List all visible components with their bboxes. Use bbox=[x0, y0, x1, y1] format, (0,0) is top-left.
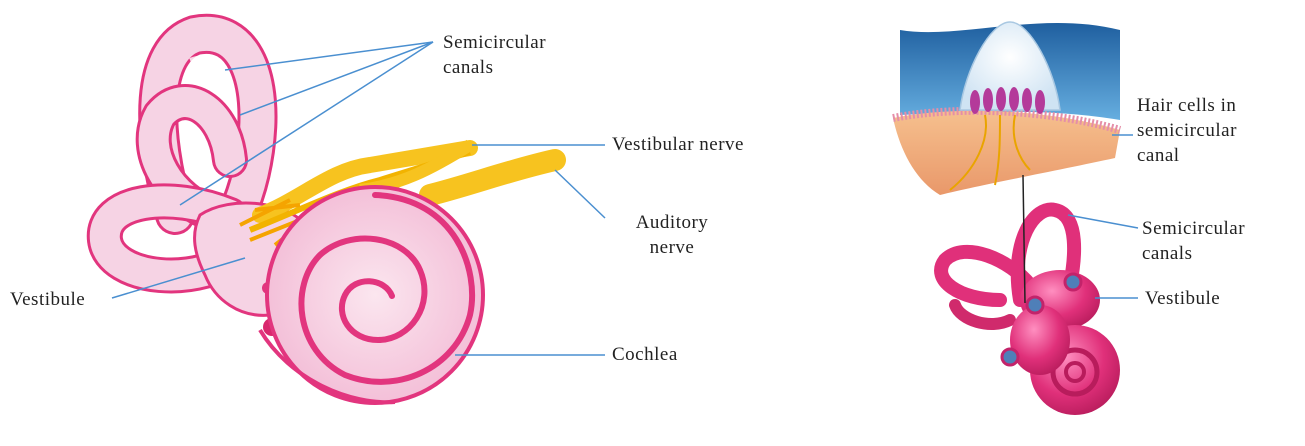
label-line: canals bbox=[1142, 241, 1245, 266]
label-line: canal bbox=[1137, 143, 1237, 168]
label-vestibular-nerve: Vestibular nerve bbox=[612, 132, 744, 157]
label-line: Auditory bbox=[620, 210, 724, 235]
label-line: semicircular bbox=[1137, 118, 1237, 143]
left-inner-ear-illustration bbox=[105, 34, 605, 403]
label-hair-cells: Hair cells in semicircular canal bbox=[1137, 93, 1237, 168]
label-vestibule-left: Vestibule bbox=[10, 287, 85, 312]
label-line: Semicircular bbox=[1142, 216, 1245, 241]
label-cochlea: Cochlea bbox=[612, 342, 678, 367]
label-line: canals bbox=[443, 55, 546, 80]
label-vestibule-right: Vestibule bbox=[1145, 286, 1220, 311]
label-semicircular-canals-left: Semicircular canals bbox=[443, 30, 546, 80]
label-semicircular-canals-right: Semicircular canals bbox=[1142, 216, 1245, 266]
label-line: Semicircular bbox=[443, 30, 546, 55]
label-line: Hair cells in bbox=[1137, 93, 1237, 118]
label-auditory-nerve: Auditory nerve bbox=[620, 210, 724, 260]
right-hair-cell-illustration bbox=[893, 22, 1138, 415]
tissue-region bbox=[893, 111, 1120, 195]
label-line: nerve bbox=[620, 235, 724, 260]
magenta-inner-ear bbox=[941, 210, 1120, 415]
